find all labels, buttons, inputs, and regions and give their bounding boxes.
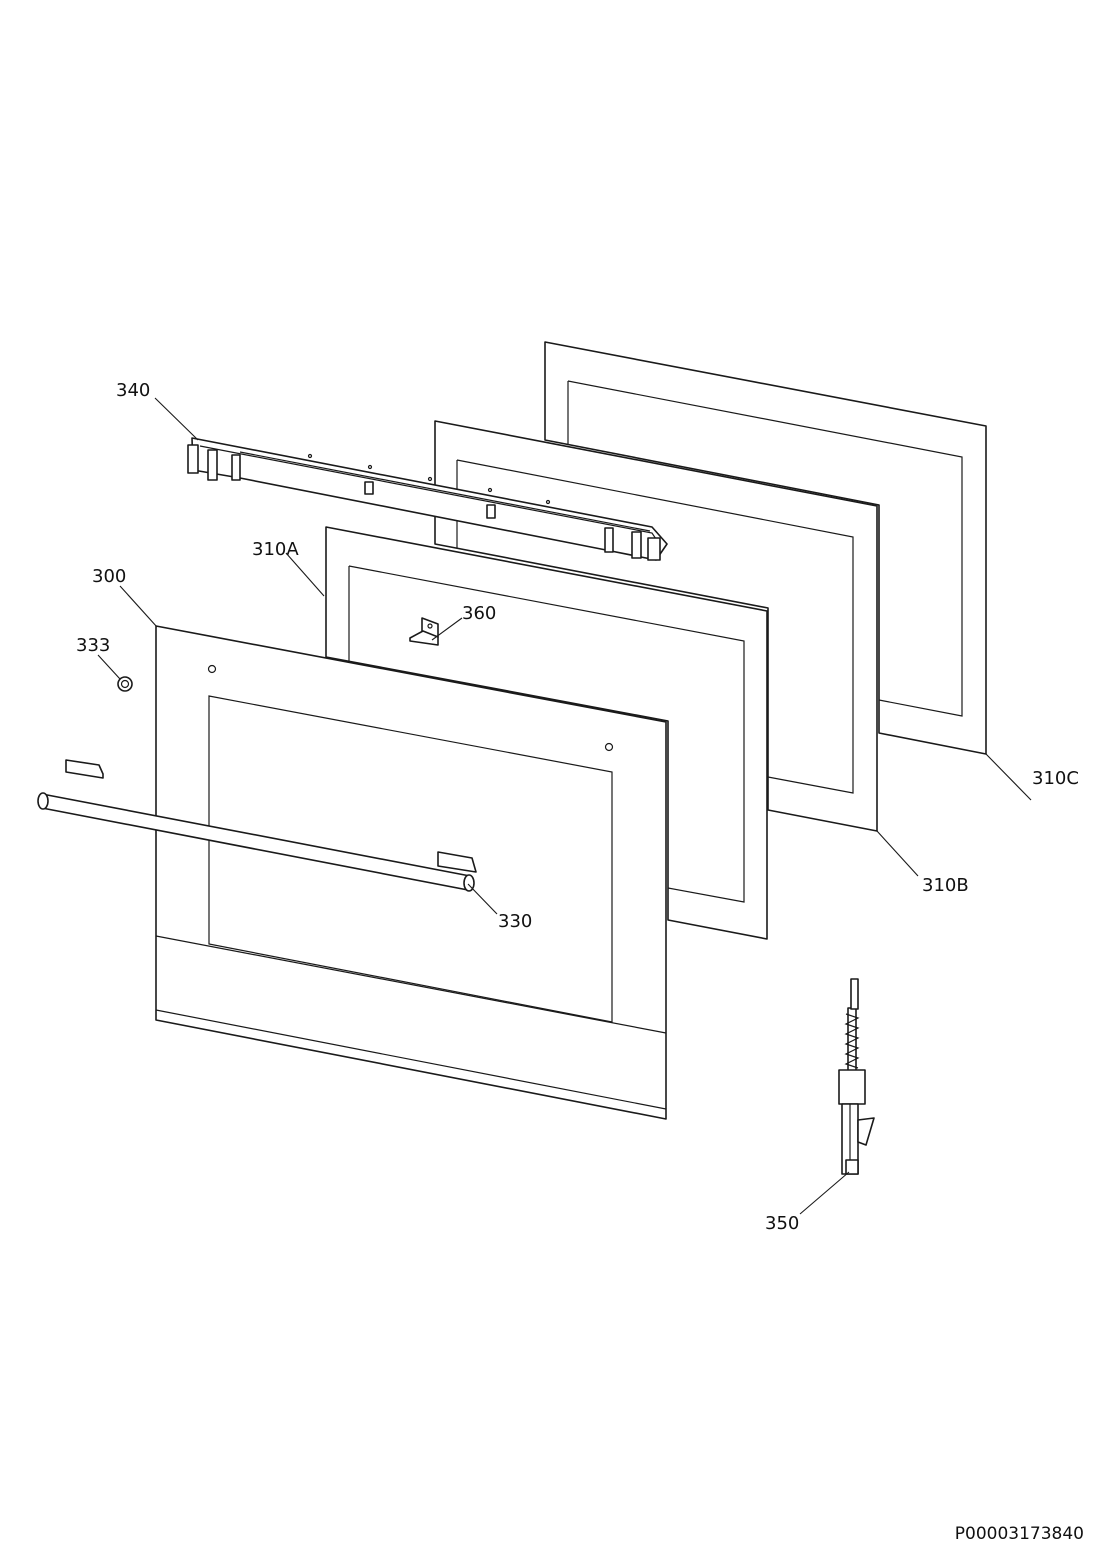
callout-360: 360 [462,603,496,624]
top-profile-340 [187,437,668,561]
drawing-id: P00003173840 [954,1524,1084,1544]
hinge-350 [838,978,875,1175]
callout-310C: 310C [1032,768,1079,789]
door-handle-330 [37,759,477,892]
callout-330: 330 [498,911,532,932]
callout-310A: 310A [252,539,299,560]
callout-300: 300 [92,566,126,587]
callout-333: 333 [76,635,110,656]
screw-cap-333 [117,676,133,692]
glass-clip-360 [409,617,439,646]
glass-panel-310C [544,341,987,755]
callout-310B: 310B [922,875,969,896]
callout-350: 350 [765,1213,799,1234]
callout-340: 340 [116,380,150,401]
leader-lines [97,397,1032,1215]
